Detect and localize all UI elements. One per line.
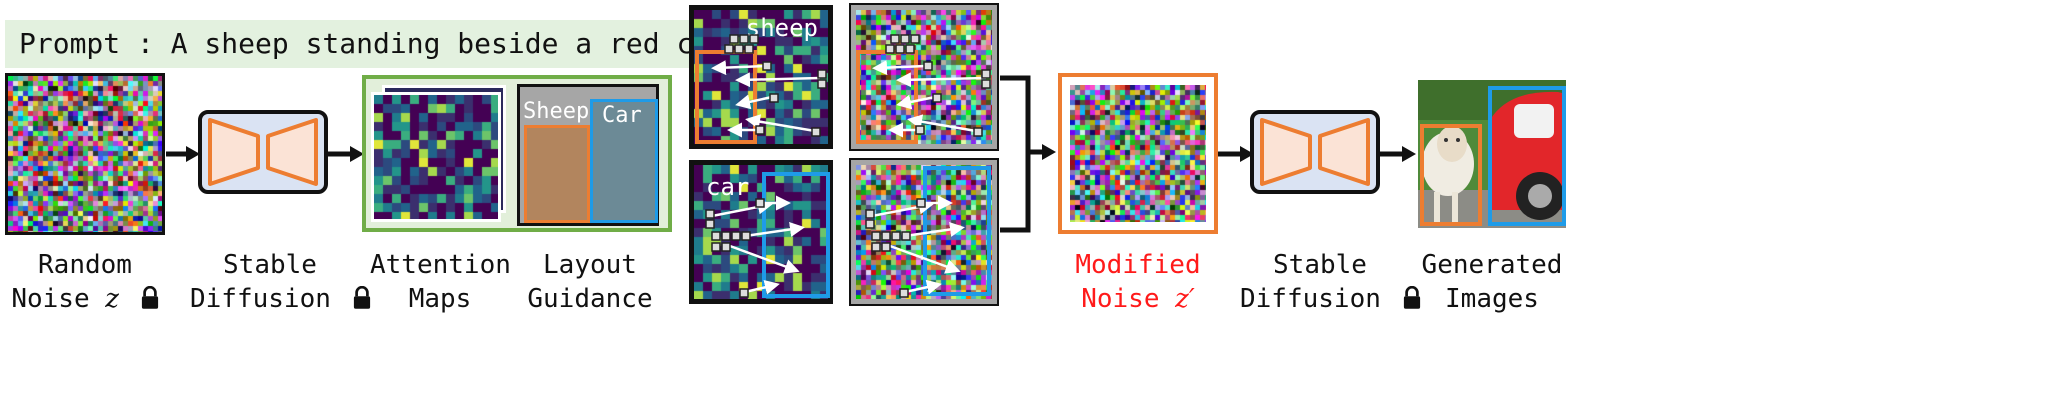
layout-guidance-box: Sheep Car <box>517 84 659 226</box>
caption-line: Layout <box>543 250 637 280</box>
caption-text: Diffusion <box>1240 284 1381 314</box>
layout-car-label: Car <box>602 103 642 128</box>
caption-line: Diffusion <box>1240 282 1420 316</box>
attention-maps-caption: Attention Maps <box>370 248 511 316</box>
arrow-right-icon <box>1218 146 1254 162</box>
caption-line: Noise z <box>0 282 170 316</box>
arrow-right-icon <box>1380 146 1416 162</box>
token-car-label: car <box>706 173 750 201</box>
arrow-right-icon <box>166 146 200 162</box>
layout-sheep-box <box>524 125 590 223</box>
sheep-attention-map: sheep <box>689 5 833 149</box>
attention-heatmap <box>374 95 498 219</box>
unet-icon <box>1250 110 1380 194</box>
noise-image <box>8 76 162 232</box>
attention-map-front <box>371 92 501 222</box>
lock-icon <box>1403 286 1420 309</box>
caption-line: Generated <box>1421 250 1563 280</box>
caption-line: Stable <box>1273 250 1367 280</box>
caption-line: Noise z′ <box>1058 282 1218 316</box>
stable-diffusion-caption-2: Stable Diffusion <box>1240 248 1420 316</box>
modified-noise-variable: z′ <box>1175 284 1195 314</box>
generated-images-caption: Generated Images <box>1412 248 1572 316</box>
caption-line: Attention <box>370 250 511 280</box>
noise-image <box>1070 85 1206 222</box>
stable-diffusion-caption-1: Stable Diffusion <box>190 248 370 316</box>
caption-line: Images <box>1445 284 1539 314</box>
prompt-bar: Prompt : A sheep standing beside a red c… <box>5 20 769 68</box>
caption-text: Noise <box>1081 284 1160 314</box>
modified-noise-caption: Modified Noise z′ <box>1058 248 1218 316</box>
caption-line: Diffusion <box>190 282 370 316</box>
noise-variable: z <box>105 284 119 314</box>
caption-line: Random <box>38 250 132 280</box>
caption-text: Diffusion <box>190 284 331 314</box>
unet-icon <box>198 110 328 194</box>
caption-line: Guidance <box>527 284 653 314</box>
random-noise-panel <box>5 73 165 235</box>
caption-text: Noise <box>11 284 90 314</box>
modified-noise-panel <box>1058 73 1218 234</box>
lock-icon <box>353 286 370 309</box>
prompt-text: Prompt : A sheep standing beside a red c… <box>19 27 728 60</box>
random-noise-caption: Random Noise z <box>0 248 170 316</box>
caption-line: Modified <box>1075 250 1201 280</box>
caption-line: Maps <box>408 284 472 314</box>
layout-sheep-label: Sheep <box>523 99 590 124</box>
generated-image <box>1418 80 1566 228</box>
layout-guidance-caption: Layout Guidance <box>520 248 660 316</box>
arrow-right-icon <box>328 146 364 162</box>
lock-icon <box>141 286 158 309</box>
layout-car-box <box>590 99 658 223</box>
caption-line: Stable <box>223 250 317 280</box>
